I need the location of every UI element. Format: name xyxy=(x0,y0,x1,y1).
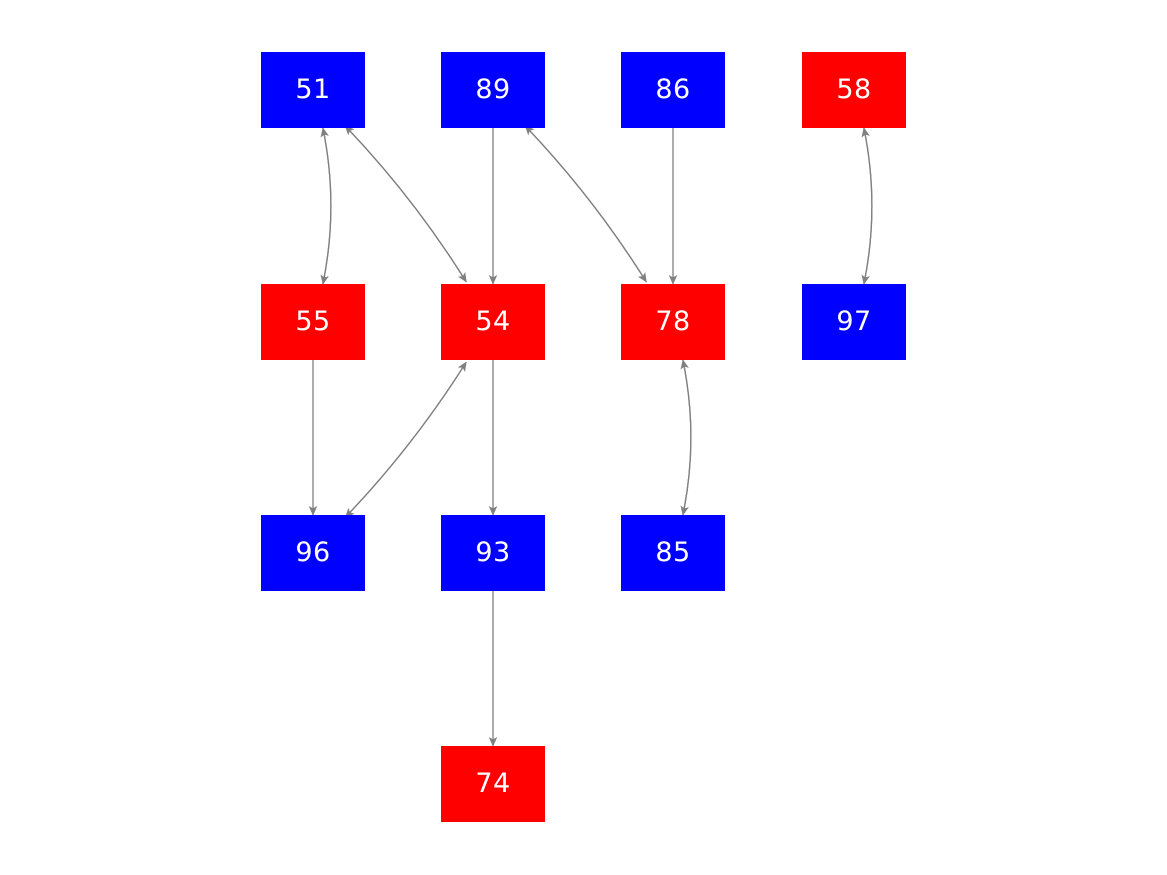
graph-node-93[interactable]: 93 xyxy=(441,515,545,591)
graph-node-label: 51 xyxy=(295,73,331,105)
graph-edge-58-to-97 xyxy=(861,127,873,285)
graph-node-58[interactable]: 58 xyxy=(802,52,906,128)
graph-edge-78-to-89 xyxy=(524,125,647,283)
graph-node-85[interactable]: 85 xyxy=(621,515,725,591)
edges-group xyxy=(308,125,873,747)
graph-edge-96-to-54 xyxy=(344,361,467,518)
graph-edge-97-to-58 xyxy=(861,127,873,285)
graph-node-86[interactable]: 86 xyxy=(621,52,725,128)
graph-node-96[interactable]: 96 xyxy=(261,515,365,591)
graph-edge-78-to-85 xyxy=(680,359,692,516)
graph-node-51[interactable]: 51 xyxy=(261,52,365,128)
graph-node-label: 85 xyxy=(655,536,691,568)
graph-node-74[interactable]: 74 xyxy=(441,746,545,822)
graph-node-label: 55 xyxy=(295,305,331,337)
graph-node-label: 97 xyxy=(836,305,872,337)
graph-node-54[interactable]: 54 xyxy=(441,284,545,360)
graph-node-97[interactable]: 97 xyxy=(802,284,906,360)
graph-node-label: 58 xyxy=(836,73,872,105)
graph-edge-85-to-78 xyxy=(680,359,692,516)
graph-edge-54-to-96 xyxy=(344,361,467,518)
graph-edge-51-to-55 xyxy=(320,127,332,285)
graph-node-78[interactable]: 78 xyxy=(621,284,725,360)
graph-edge-89-to-78 xyxy=(524,125,647,283)
graph-node-label: 86 xyxy=(655,73,691,105)
graph-node-label: 74 xyxy=(475,767,511,799)
graph-node-55[interactable]: 55 xyxy=(261,284,365,360)
graph-node-89[interactable]: 89 xyxy=(441,52,545,128)
graph-edge-51-to-54 xyxy=(344,125,467,283)
graph-edge-54-to-51 xyxy=(344,125,467,283)
graph-node-label: 78 xyxy=(655,305,691,337)
graph-edge-55-to-51 xyxy=(320,127,332,285)
graph-node-label: 96 xyxy=(295,536,331,568)
graph-node-label: 54 xyxy=(475,305,511,337)
graph-node-label: 89 xyxy=(475,73,511,105)
graph-node-label: 93 xyxy=(475,536,511,568)
